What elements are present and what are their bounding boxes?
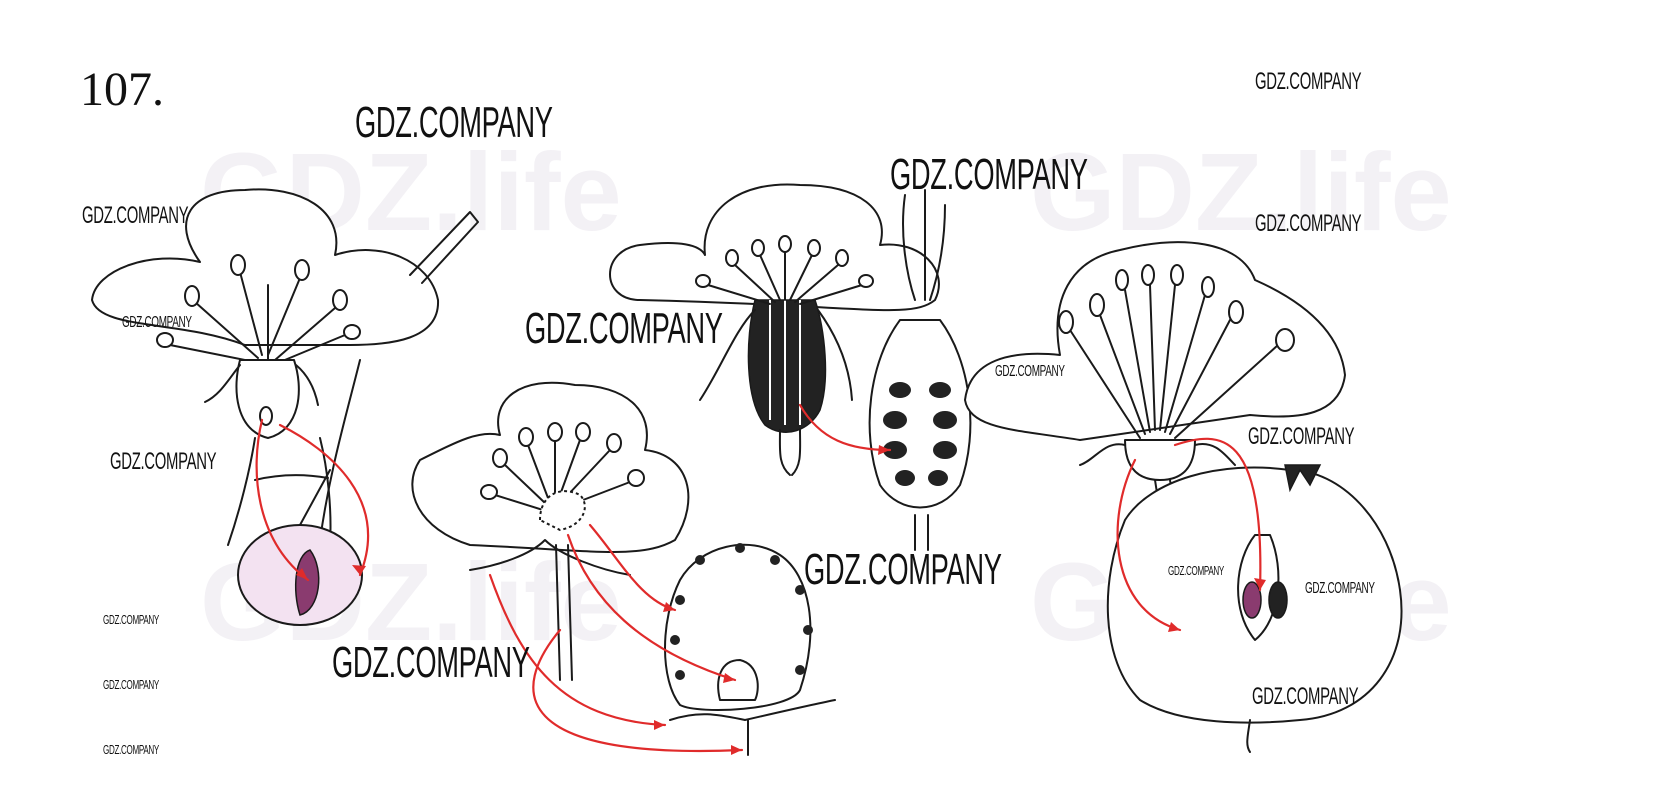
apple-flower xyxy=(964,241,1346,546)
cherry-flower xyxy=(91,188,479,546)
cherry-diagram xyxy=(91,188,479,626)
poppy-arrows xyxy=(798,403,892,455)
cherry-fruit xyxy=(237,469,363,626)
strawberry-diagram xyxy=(411,381,836,756)
bg-watermark-2: GDZ.life xyxy=(1030,131,1452,254)
strawberry-flower xyxy=(411,381,690,681)
watermark: GDZ.COMPANY xyxy=(1255,210,1362,237)
apple-diagram xyxy=(964,241,1403,753)
strawberry-arrows xyxy=(488,523,744,755)
watermark: GDZ.COMPANY xyxy=(890,150,1088,199)
poppy-diagram xyxy=(609,183,972,551)
poppy-flower xyxy=(609,183,940,476)
watermark: GDZ.COMPANY xyxy=(103,612,160,627)
watermark: GDZ.COMPANY xyxy=(804,545,1002,594)
watermark: GDZ.COMPANY xyxy=(1255,68,1362,95)
watermark: GDZ.COMPANY xyxy=(355,98,553,147)
watermark: GDZ.COMPANY xyxy=(1168,563,1225,578)
watermark: GDZ.COMPANY xyxy=(82,202,189,229)
poppy-capsule xyxy=(868,189,972,551)
watermark: GDZ.COMPANY xyxy=(995,363,1065,380)
cherry-arrows xyxy=(255,418,370,582)
watermark: GDZ.COMPANY xyxy=(110,448,217,475)
watermark: GDZ.COMPANY xyxy=(1305,580,1375,597)
watermark: GDZ.COMPANY xyxy=(525,304,723,353)
watermark: GDZ.COMPANY xyxy=(103,742,160,757)
apple-fruit xyxy=(1106,464,1403,753)
task-number: 107. xyxy=(80,63,164,116)
watermark: GDZ.COMPANY xyxy=(103,677,160,692)
apple-arrows xyxy=(1116,437,1266,632)
watermark: GDZ.COMPANY xyxy=(332,638,530,687)
watermark: GDZ.COMPANY xyxy=(1252,683,1359,710)
watermark: GDZ.COMPANY xyxy=(122,314,192,331)
watermark: GDZ.COMPANY xyxy=(1248,423,1355,450)
